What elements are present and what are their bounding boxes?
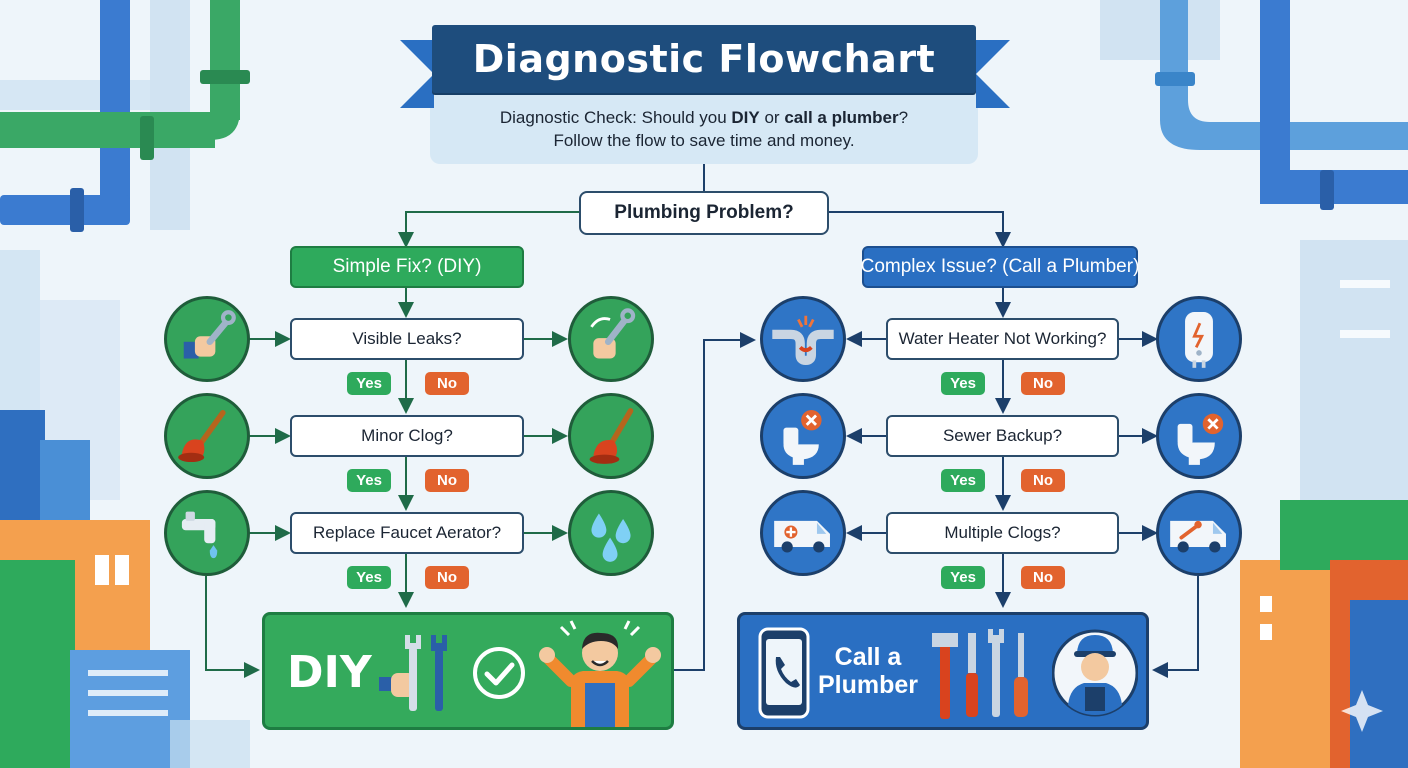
faucet-icon (164, 490, 250, 576)
wrench-hand-icon (164, 296, 250, 382)
diy-question-faucet-aerator: Replace Faucet Aerator? (290, 512, 524, 554)
burst-pipe-icon (760, 296, 846, 382)
plumber-question-water-heater: Water Heater Not Working? (886, 318, 1119, 360)
diy-outcome-label: DIY (287, 647, 372, 698)
plumber-outcome-label: Call a Plumber (818, 643, 918, 699)
diy-clog-yes-badge: Yes (347, 469, 391, 492)
diy-question-minor-clog: Minor Clog? (290, 415, 524, 457)
plumber-branch-header: Complex Issue? (Call a Plumber) (861, 246, 1139, 288)
water-drops-icon (568, 490, 654, 576)
root-question-node: Plumbing Problem? (579, 191, 829, 235)
plumber-clogs-no-badge: No (1021, 566, 1065, 589)
plumber-sewer-no-badge: No (1021, 469, 1065, 492)
plumber-sewer-yes-badge: Yes (941, 469, 985, 492)
diy-leaks-no-badge: No (425, 372, 469, 395)
diy-leaks-yes-badge: Yes (347, 372, 391, 395)
diy-aerator-no-badge: No (425, 566, 469, 589)
plumber-clogs-yes-badge: Yes (941, 566, 985, 589)
wrench-tighten-icon (568, 296, 654, 382)
subtitle-suffix: ? (898, 108, 909, 127)
subtitle-prefix: Diagnostic Check: Should you (499, 108, 732, 127)
plumber-outcome-panel: Call a Plumber (737, 612, 1149, 730)
toilet-x-icon (760, 393, 846, 479)
plumber-outcome-line2: Plumber (818, 671, 919, 699)
check-circle-icon (473, 647, 525, 699)
subtitle-plumber: call a plumber (784, 108, 899, 127)
subtitle-line-2: Follow the flow to save time and money. (553, 131, 855, 150)
service-van-icon (1156, 490, 1242, 576)
subtitle-line-1: Diagnostic Check: Should you DIY or call… (500, 106, 908, 129)
diy-question-visible-leaks: Visible Leaks? (290, 318, 524, 360)
diy-outcome-panel: DIY (262, 612, 674, 730)
wrenches-icon (379, 633, 447, 711)
plumber-heater-yes-badge: Yes (941, 372, 985, 395)
diy-aerator-yes-badge: Yes (347, 566, 391, 589)
subtitle-diy: DIY (731, 108, 760, 127)
water-heater-icon (1156, 296, 1242, 382)
plumber-heater-no-badge: No (1021, 372, 1065, 395)
subtitle-or: or (759, 108, 785, 127)
diy-branch-header: Simple Fix? (DIY) (290, 246, 524, 288)
plunger-icon (568, 393, 654, 479)
banner-ribbon-right (976, 40, 1010, 108)
banner-ribbon-left (400, 40, 434, 108)
plumber-question-sewer-backup: Sewer Backup? (886, 415, 1119, 457)
plunger-icon (164, 393, 250, 479)
toilet-x-icon (1156, 393, 1242, 479)
happy-worker-icon (539, 620, 661, 727)
diy-clog-no-badge: No (425, 469, 469, 492)
plumber-avatar-icon (1052, 629, 1138, 717)
plumbing-tools-icon (932, 627, 1028, 719)
page-title: Diagnostic Flowchart (432, 25, 976, 93)
phone-icon (758, 627, 810, 719)
service-van-icon (760, 490, 846, 576)
plumber-question-multiple-clogs: Multiple Clogs? (886, 512, 1119, 554)
plumber-outcome-line1: Call a (834, 643, 902, 671)
